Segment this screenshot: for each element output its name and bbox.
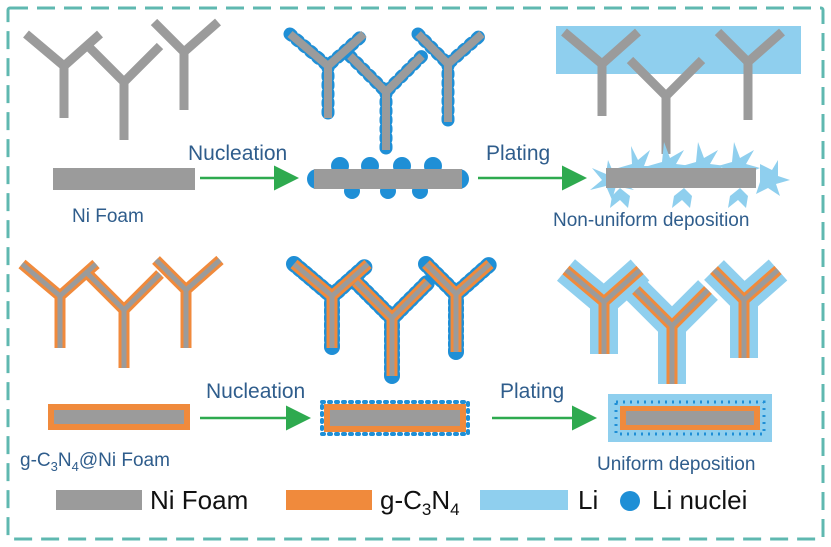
plating-label-top: Plating (486, 142, 550, 165)
legend-li-label: Li (578, 485, 598, 515)
legend-gcn-swatch (286, 490, 372, 510)
nucleated-ni-branches (290, 34, 482, 150)
gcn-ni-bar (48, 404, 190, 430)
nucleation-label-top: Nucleation (188, 142, 287, 165)
gcn-ni-branches (22, 260, 220, 368)
legend: Ni Foam g-C3N4 Li Li nuclei (56, 485, 747, 519)
legend-li-nuclei-dot (620, 491, 640, 511)
legend-gcn-label: g-C3N4 (380, 485, 460, 519)
non-uniform-caption: Non-uniform deposition (553, 210, 749, 231)
nucleation-label-bottom: Nucleation (206, 380, 305, 403)
ni-foam-caption: Ni Foam (72, 206, 144, 227)
uniform-li-branches (566, 270, 778, 384)
legend-li-swatch (480, 490, 568, 510)
plated-ni-bar (606, 168, 756, 188)
ni-foam-bar (53, 168, 195, 190)
uniform-li-bar (608, 394, 772, 442)
nucleated-ni-bar (307, 157, 469, 199)
legend-li-nuclei-label: Li nuclei (652, 485, 747, 515)
gcn-ni-foam-caption: g-C3N4@Ni Foam (20, 450, 170, 474)
dashed-frame (6, 6, 825, 541)
legend-ni-foam-swatch (56, 490, 142, 510)
ni-foam-branches (26, 22, 218, 140)
nucleated-gcn-branches (294, 264, 490, 376)
nucleated-gcn-bar (320, 400, 470, 436)
uniform-caption: Uniform deposition (597, 454, 755, 475)
plating-label-bottom: Plating (500, 380, 564, 403)
legend-ni-foam-label: Ni Foam (150, 485, 248, 515)
